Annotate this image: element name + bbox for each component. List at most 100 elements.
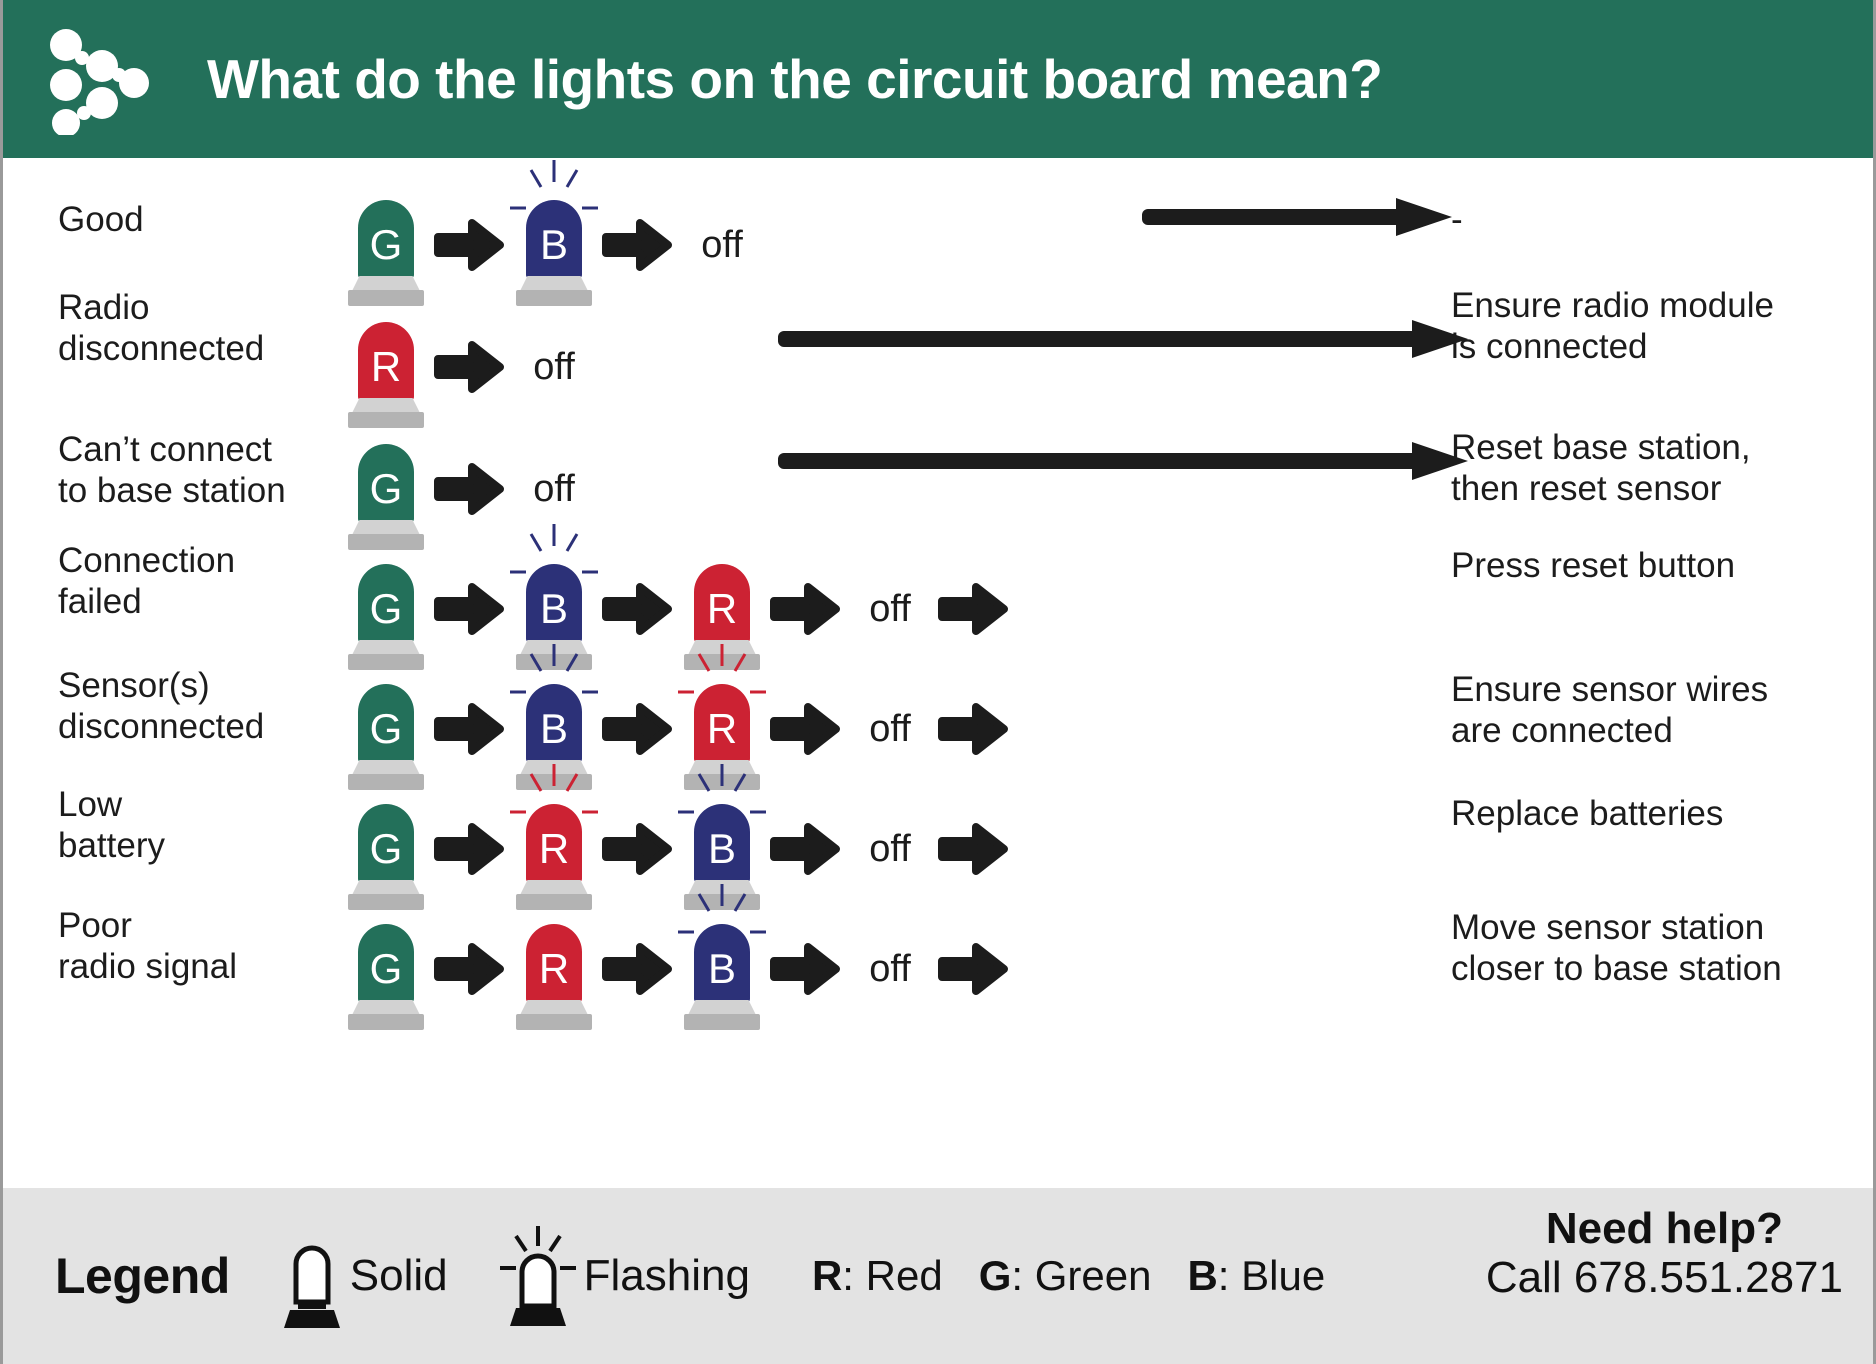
recommended-action: Reset base station, then reset sensor: [1451, 428, 1751, 508]
recommended-action: Press reset button: [1451, 546, 1736, 585]
step-arrow-icon: [434, 703, 504, 755]
beacon-dome: G: [358, 200, 414, 278]
recommended-action: Ensure radio module is connected: [1451, 286, 1774, 366]
step-arrow-icon: [434, 219, 504, 271]
step-arrow-icon: [602, 703, 672, 755]
beacon-dome: R: [358, 322, 414, 400]
beacon-light-g: G: [338, 186, 434, 306]
beacon-base: [516, 894, 592, 910]
beacon-collar: [352, 520, 420, 535]
help-title: Need help?: [1545, 1204, 1783, 1253]
beacon-base: [348, 290, 424, 306]
status-off-label: off: [869, 947, 911, 990]
solid-beacon-icon: [283, 1245, 340, 1328]
beacon-dome: B: [694, 804, 750, 882]
status-label: Low battery: [58, 785, 165, 865]
beacon-light-b: B: [506, 644, 602, 790]
status-off-label: off: [701, 223, 743, 266]
beacon-dome: G: [358, 444, 414, 522]
step-arrow-icon: [938, 943, 1008, 995]
beacon-base: [684, 774, 760, 790]
legend-code-r: R: Red: [812, 1252, 943, 1300]
status-off-label: off: [869, 707, 911, 750]
step-arrow-icon: [434, 341, 504, 393]
recommended-action: Replace batteries: [1451, 794, 1724, 833]
legend-label-flashing: Flashing: [583, 1251, 750, 1300]
beacon-dome: R: [526, 924, 582, 1002]
beacon-light-g: G: [338, 430, 434, 550]
beacon-collar: [688, 640, 756, 655]
step-arrow-icon: [770, 943, 840, 995]
beacon-dome: B: [526, 200, 582, 278]
status-off-label: off: [869, 827, 911, 870]
page-title: What do the lights on the circuit board …: [207, 48, 1383, 110]
beacon-base: [348, 894, 424, 910]
beacon-collar: [352, 760, 420, 775]
beacon-light-g: G: [338, 670, 434, 790]
recommended-action: Move sensor station closer to base stati…: [1451, 908, 1782, 988]
beacon-base: [684, 1014, 760, 1030]
status-label: Poor radio signal: [58, 906, 237, 986]
beacon-dome: G: [358, 924, 414, 1002]
status-off-label: off: [869, 587, 911, 630]
help-block: Need help? Call 678.551.2871: [1486, 1204, 1843, 1303]
status-label: Good: [58, 200, 144, 239]
beacon-dome: R: [694, 684, 750, 762]
flashing-beacon-icon: [499, 1226, 576, 1326]
legend-title: Legend: [55, 1248, 230, 1304]
beacon-light-g: G: [338, 910, 434, 1030]
long-arrow: [778, 438, 1468, 484]
step-arrow-icon: [602, 219, 672, 271]
beacon-collar: [352, 276, 420, 291]
beacon-base: [348, 412, 424, 428]
step-arrow-icon: [434, 463, 504, 515]
beacon-light-r: R: [674, 550, 770, 670]
status-off-label: off: [533, 467, 575, 510]
beacon-collar: [688, 760, 756, 775]
beacon-base: [348, 534, 424, 550]
step-arrow-icon: [938, 583, 1008, 635]
step-arrow-icon: [434, 943, 504, 995]
step-arrow-icon: [602, 943, 672, 995]
beacon-base: [348, 1014, 424, 1030]
step-arrow-icon: [602, 823, 672, 875]
legend-code-key: B: [1187, 1252, 1218, 1299]
beacon-collar: [352, 1000, 420, 1015]
long-arrow-icon: [778, 320, 1468, 358]
beacon-light-g: G: [338, 550, 434, 670]
step-arrow-icon: [434, 823, 504, 875]
beacon-dome: B: [526, 564, 582, 642]
beacon-collar: [520, 276, 588, 291]
beacon-light-b: B: [674, 764, 770, 910]
beacon-dome: R: [526, 804, 582, 882]
beacon-light-r: R: [506, 764, 602, 910]
legend-code-b: B: Blue: [1187, 1252, 1325, 1300]
beacon-base: [684, 654, 760, 670]
legend-code-key: G: [978, 1252, 1012, 1299]
beacon-collar: [520, 1000, 588, 1015]
legend-code-value: : Red: [842, 1252, 943, 1299]
beacon-dome: G: [358, 564, 414, 642]
beacon-collar: [352, 398, 420, 413]
status-label: Sensor(s) disconnected: [58, 666, 265, 746]
step-arrow-icon: [602, 583, 672, 635]
beacon-collar: [520, 640, 588, 655]
beacon-light-r: R: [338, 308, 434, 428]
recommended-action: -: [1451, 200, 1463, 239]
long-arrow-icon: [1142, 198, 1452, 236]
beacon-light-r: R: [674, 644, 770, 790]
beacon-collar: [352, 880, 420, 895]
legend-code-key: R: [811, 1252, 843, 1299]
